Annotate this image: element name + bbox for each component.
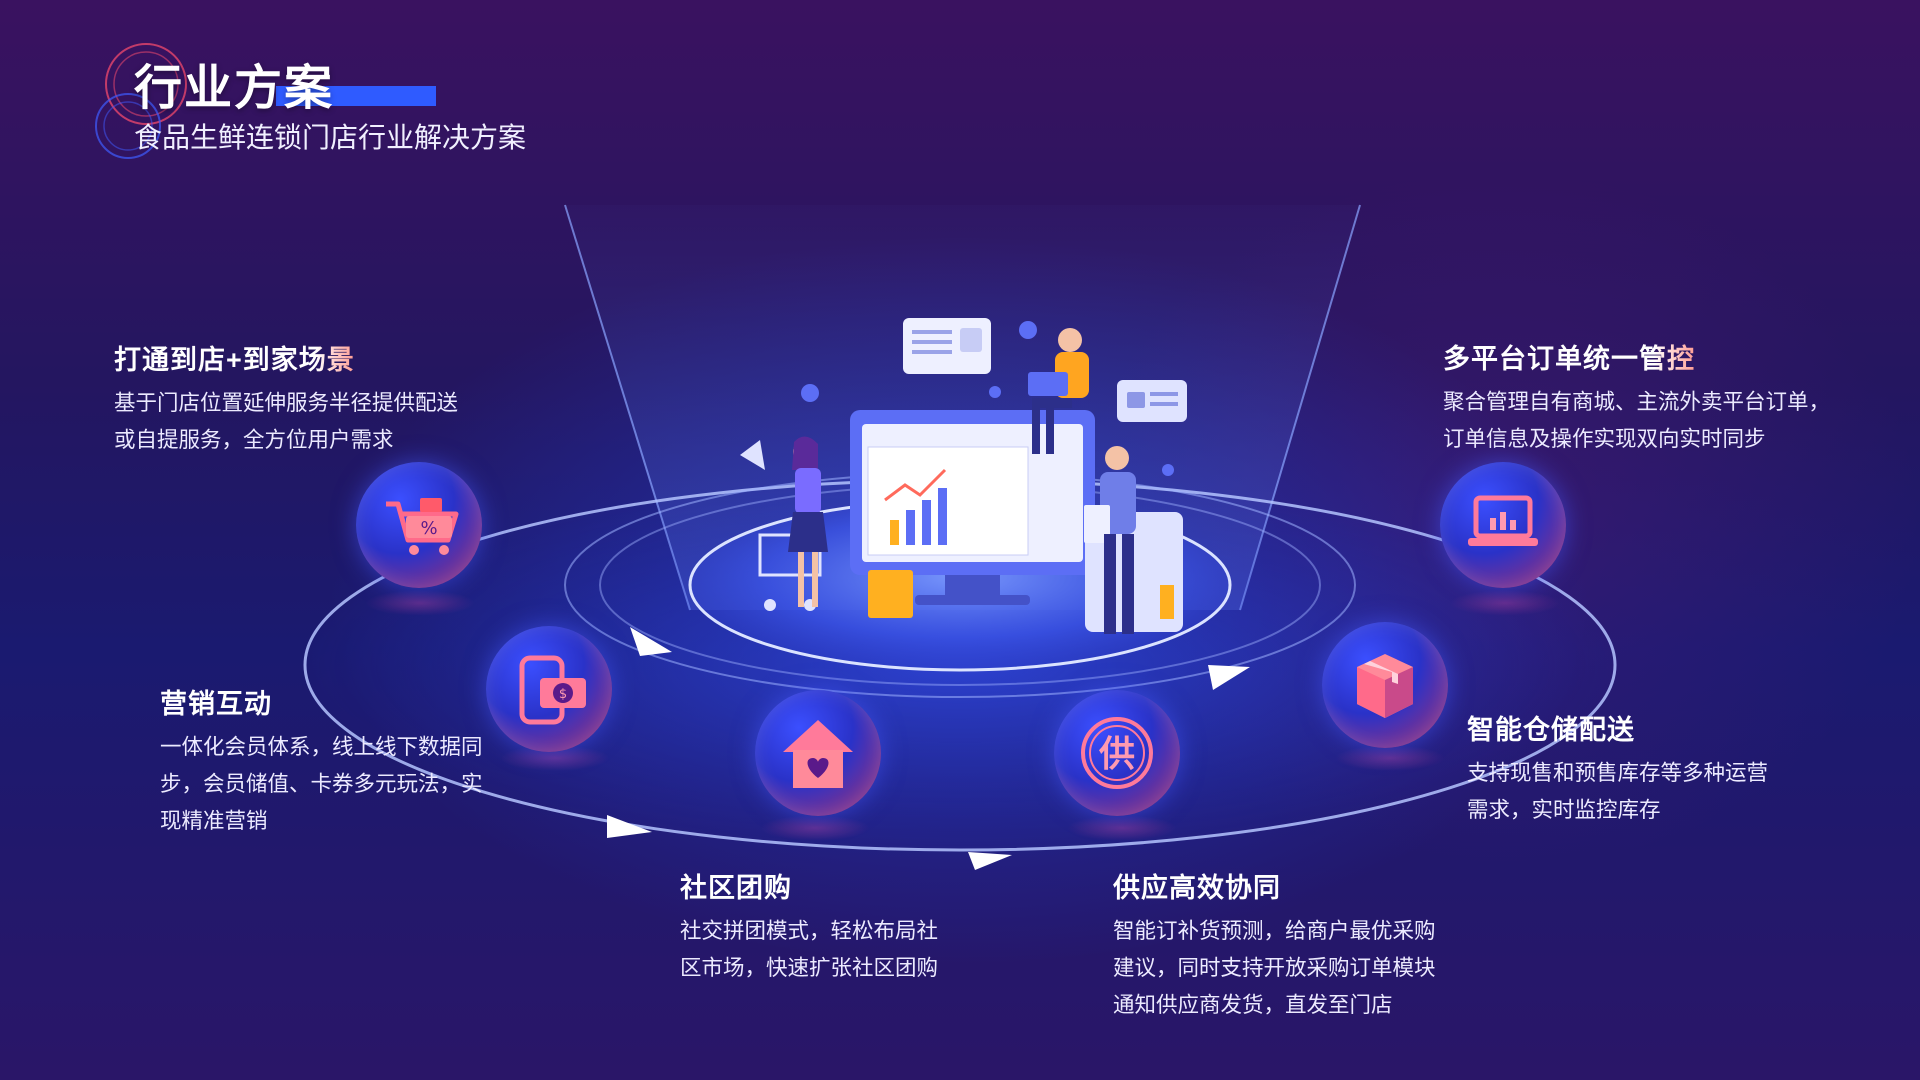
feature-desc-line: 需求，实时监控库存 bbox=[1467, 798, 1661, 822]
supply-icon-glyph: 供 bbox=[1099, 734, 1135, 775]
feature-desc-line: 通知供应商发货，直发至门店 bbox=[1113, 993, 1393, 1017]
title-block: 行业方案 食品生鲜连锁门店行业解决方案 bbox=[86, 26, 606, 166]
shopping-cart-icon: % bbox=[386, 498, 459, 555]
feature-marketing: 营销互动 一体化会员体系，线上线下数据同 步，会员储值、卡券多元玩法，实 现精准… bbox=[160, 682, 510, 840]
feature-desc-line: 或自提服务，全方位用户需求 bbox=[114, 428, 394, 452]
orb-reflection bbox=[1067, 815, 1177, 841]
feature-desc-line: 社交拼团模式，轻松布局社 bbox=[680, 919, 939, 943]
page-title: 行业方案 bbox=[134, 62, 335, 115]
feature-desc-line: 支持现售和预售库存等多种运营 bbox=[1467, 761, 1769, 785]
feature-title: 打通到店+到家场景 bbox=[114, 338, 534, 377]
feature-warehouse: 智能仓储配送 支持现售和预售库存等多种运营 需求，实时监控库存 bbox=[1467, 708, 1827, 829]
orb-store-delivery: % bbox=[356, 462, 482, 588]
phone-money-icon: $ bbox=[519, 655, 586, 725]
feature-desc-line: 现精准营销 bbox=[160, 809, 268, 833]
orb-reflection bbox=[1450, 590, 1560, 616]
feature-desc-line: 区市场，快速扩张社区团购 bbox=[680, 956, 939, 980]
feature-store-delivery: 打通到店+到家场景 基于门店位置延伸服务半径提供配送 或自提服务，全方位用户需求 bbox=[114, 338, 534, 459]
flow-arrows bbox=[607, 627, 1250, 870]
orb-warehouse bbox=[1322, 622, 1448, 748]
feature-desc-line: 基于门店位置延伸服务半径提供配送 bbox=[114, 391, 459, 415]
illustration-business-team bbox=[740, 318, 1187, 634]
feature-title: 社区团购 bbox=[680, 866, 1000, 905]
feature-desc-line: 订单信息及操作实现双向实时同步 bbox=[1443, 427, 1766, 451]
feature-desc-line: 智能订补货预测，给商户最优采购 bbox=[1113, 919, 1436, 943]
svg-text:%: % bbox=[420, 518, 437, 539]
feature-desc-line: 步，会员储值、卡券多元玩法，实 bbox=[160, 772, 483, 796]
home-heart-icon bbox=[783, 720, 853, 788]
feature-title: 供应高效协同 bbox=[1113, 866, 1473, 905]
svg-text:$: $ bbox=[559, 687, 567, 702]
laptop-chart-icon bbox=[1468, 495, 1538, 546]
feature-supply: 供应高效协同 智能订补货预测，给商户最优采购 建议，同时支持开放采购订单模块 通… bbox=[1113, 866, 1473, 1024]
package-icon bbox=[1357, 654, 1413, 718]
orb-reflection bbox=[365, 590, 475, 616]
page-subtitle: 食品生鲜连锁门店行业解决方案 bbox=[134, 122, 527, 153]
orb-orders bbox=[1440, 462, 1566, 588]
orb-community bbox=[755, 690, 881, 816]
orb-reflection bbox=[760, 815, 870, 841]
feature-title: 智能仓储配送 bbox=[1467, 708, 1827, 747]
feature-desc-line: 建议，同时支持开放采购订单模块 bbox=[1113, 956, 1436, 980]
feature-community: 社区团购 社交拼团模式，轻松布局社 区市场，快速扩张社区团购 bbox=[680, 866, 1000, 987]
title-rings-decoration bbox=[95, 43, 187, 159]
supply-icon: 供 bbox=[1081, 717, 1153, 789]
feature-desc-line: 聚合管理自有商城、主流外卖平台订单， bbox=[1443, 390, 1831, 414]
feature-title: 营销互动 bbox=[160, 682, 510, 721]
orb-marketing: $ bbox=[486, 626, 612, 752]
feature-orders: 多平台订单统一管控 聚合管理自有商城、主流外卖平台订单， 订单信息及操作实现双向… bbox=[1443, 337, 1883, 458]
feature-title: 多平台订单统一管控 bbox=[1443, 337, 1883, 376]
orb-supply: 供 bbox=[1054, 690, 1180, 816]
feature-desc-line: 一体化会员体系，线上线下数据同 bbox=[160, 735, 483, 759]
orb-reflection bbox=[1335, 745, 1445, 771]
